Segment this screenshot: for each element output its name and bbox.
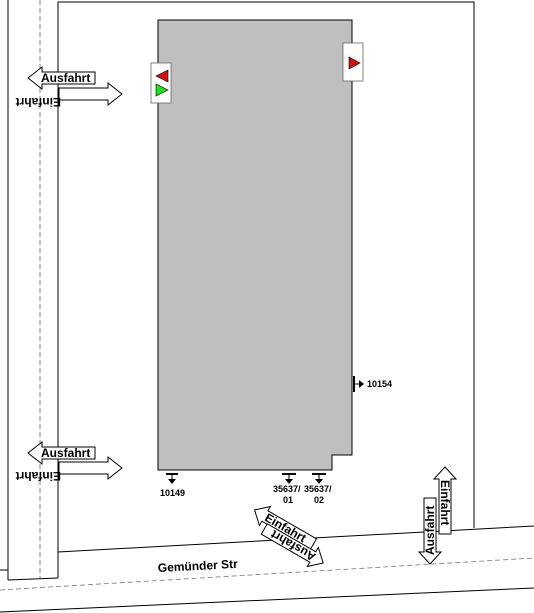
street-name-label: Gemünder Str — [157, 557, 238, 575]
exit-arrow-vertical-label: Ausfahrt — [423, 506, 437, 555]
entry-arrow-vertical-label: Einfahrt — [438, 480, 452, 525]
entry-arrow-lower: Einfahrt — [16, 455, 123, 483]
exit-arrow-lower-label: Ausfahrt — [41, 446, 90, 460]
door-35637-01-label-bottom: 01 — [283, 495, 293, 505]
entry-arrow-upper: Einfahrt — [16, 81, 123, 109]
door-marker-red-icon — [348, 56, 361, 70]
exit-arrow-vertical: Ausfahrt — [417, 497, 443, 565]
building — [157, 19, 353, 471]
exit-arrow-upper: Ausfahrt — [27, 65, 96, 91]
entry-arrow-lower-label: Einfahrt — [16, 469, 61, 483]
door-35637-02: 35637/ 02 — [304, 473, 332, 505]
street — [0, 525, 534, 613]
entry-arrow-upper-label: Einfahrt — [16, 95, 61, 109]
entry-arrow-vertical: Einfahrt — [432, 466, 458, 535]
entry-marker-green-icon — [155, 83, 169, 97]
door-35637-02-arrow-icon — [315, 479, 323, 484]
door-35637-01-label-top: 35637/ — [273, 484, 301, 494]
door-10154: 10154 — [353, 376, 392, 392]
door-35637-01: 35637/ 01 — [273, 473, 301, 505]
exit-arrow-upper-label: Ausfahrt — [41, 71, 90, 85]
door-10149-arrow-icon — [168, 479, 176, 484]
property-boundary — [7, 0, 475, 581]
exit-marker-red-icon — [155, 69, 169, 83]
door-35637-01-arrow-icon — [285, 479, 293, 484]
door-10149: 10149 — [160, 473, 185, 498]
exit-arrow-lower: Ausfahrt — [27, 440, 96, 466]
door-35637-02-label-top: 35637/ — [304, 484, 332, 494]
door-35637-02-label-bottom: 02 — [314, 495, 324, 505]
marker-box-east — [342, 42, 364, 82]
door-10154-label: 10154 — [367, 379, 392, 389]
door-10149-label: 10149 — [160, 488, 185, 498]
door-10154-arrow-icon — [359, 380, 364, 388]
marker-box-west — [150, 62, 172, 104]
